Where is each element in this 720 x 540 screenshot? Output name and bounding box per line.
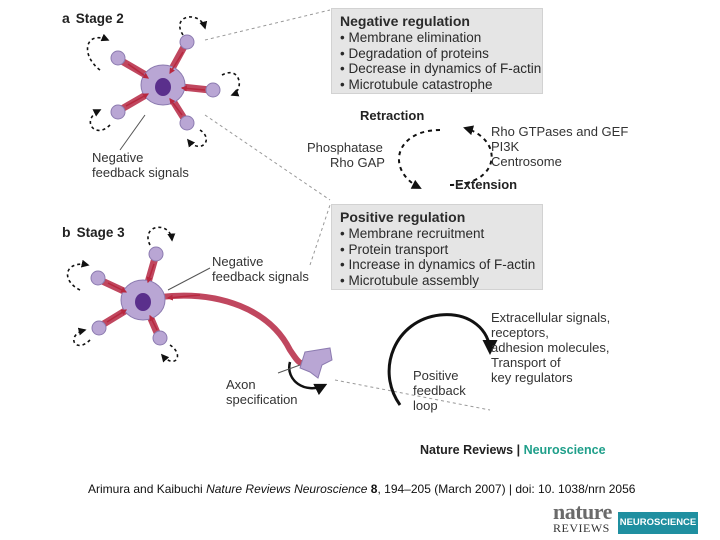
extracellular-line-3: adhesion molecules, [491, 340, 610, 355]
stage-b-heading: b Stage 3 [62, 224, 125, 240]
logo-nature: nature [553, 499, 612, 524]
positive-regulation-list: Membrane recruitment Protein transport I… [340, 226, 535, 289]
cycle-left-line-2: Rho GAP [330, 155, 385, 170]
journal-label: Nature Reviews | Neuroscience [420, 443, 606, 457]
stage-a-letter: a [62, 10, 70, 26]
cycle-right-line-2: PI3K [491, 139, 520, 154]
neg-feedback-b-line-2: feedback signals [212, 269, 309, 284]
connector-line-b-bottom [334, 379, 491, 411]
positive-regulation-box: Positive regulation Membrane recruitment… [331, 204, 543, 290]
extension-label: Extension [455, 177, 518, 192]
logo-section: NEUROSCIENCE [618, 512, 698, 534]
pos-feedback-line-2: feedback [413, 383, 466, 398]
extracellular-line-1: Extracellular signals, [491, 310, 611, 325]
negative-regulation-list: Membrane elimination Degradation of prot… [340, 30, 541, 93]
neg-feedback-a-line-1: Negative [92, 150, 144, 165]
citation-authors: Arimura and Kaibuchi [88, 482, 207, 496]
connector-line-a-top [204, 9, 331, 41]
negative-regulation-box: Negative regulation Membrane elimination… [331, 8, 543, 94]
positive-regulation-title: Positive regulation [340, 209, 466, 225]
extracellular-line-5: key regulators [491, 370, 573, 385]
extracellular-line-4: Transport of [491, 355, 561, 370]
negative-item: Membrane elimination [340, 30, 534, 46]
negative-item: Microtubule catastrophe [340, 77, 534, 93]
journal-label-section: Neuroscience [523, 443, 606, 457]
positive-item: Increase in dynamics of F-actin [340, 257, 535, 273]
pos-feedback-line-3: loop [413, 398, 438, 413]
cycle-right-line-3: Centrosome [491, 154, 562, 169]
extracellular-line-2: receptors, [491, 325, 549, 340]
citation-volume: 8 [367, 482, 378, 496]
stage-a-heading: a Stage 2 [62, 10, 124, 26]
stage-a-title: Stage 2 [75, 11, 124, 26]
cycle-right-line-1: Rho GTPases and GEF [491, 124, 629, 139]
stage-a-neuron [86, 16, 241, 151]
nature-reviews-neuroscience-logo: nature REVIEWS NEUROSCIENCE [552, 499, 700, 535]
retraction-label: Retraction [360, 108, 425, 123]
retraction-extension-cycle [397, 125, 493, 189]
cycle-left-line-1: Phosphatase [307, 140, 383, 155]
pos-feedback-line-1: Positive [413, 368, 459, 383]
axon-spec-line-1: Axon [226, 377, 256, 392]
connector-line-b-top [309, 204, 331, 266]
axon-spec-line-2: specification [226, 392, 298, 407]
logo-reviews: REVIEWS [553, 521, 610, 535]
journal-label-main: Nature Reviews [420, 443, 514, 457]
connector-line-a-bottom [204, 114, 331, 201]
negative-item: Decrease in dynamics of F-actin [340, 61, 541, 77]
stage-b-title: Stage 3 [76, 225, 125, 240]
positive-item: Protein transport [340, 242, 534, 258]
stage-b-letter: b [62, 224, 71, 240]
citation-journal: Nature Reviews Neuroscience [206, 482, 368, 496]
journal-label-separator: | [513, 443, 524, 457]
stage-b-neuron [66, 226, 333, 396]
citation-details: , 194–205 (March 2007) | doi: 10. 1038/n… [377, 482, 636, 496]
citation: Arimura and Kaibuchi Nature Reviews Neur… [88, 482, 635, 496]
negative-item: Degradation of proteins [340, 46, 534, 62]
negative-regulation-title: Negative regulation [340, 13, 470, 29]
positive-item: Microtubule assembly [340, 273, 534, 289]
positive-feedback-loop [387, 313, 498, 406]
neg-feedback-b-line-1: Negative [212, 254, 264, 269]
neg-feedback-a-line-2: feedback signals [92, 165, 189, 180]
positive-item: Membrane recruitment [340, 226, 534, 242]
